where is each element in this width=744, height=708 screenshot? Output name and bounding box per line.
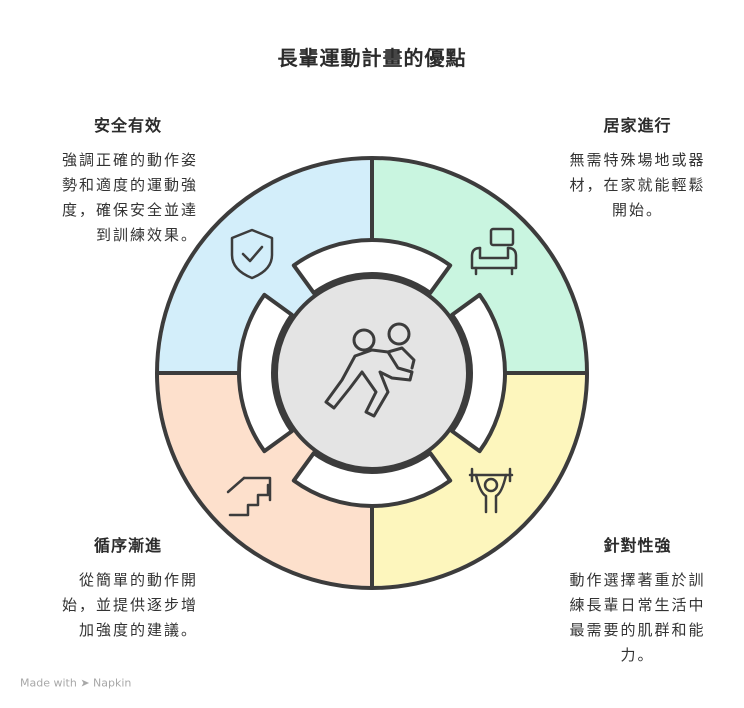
quadrant-label-targeted: 針對性強 動作選擇著重於訓 練長輩日常生活中 最需要的肌群和能 力。 bbox=[550, 532, 725, 668]
page-title: 長輩運動計畫的優點 bbox=[277, 46, 467, 70]
shield-check-icon bbox=[230, 228, 274, 280]
arc-segment-bottom bbox=[291, 451, 453, 508]
description-line: 動作選擇著重於訓 bbox=[569, 571, 706, 589]
description-line: 最需要的肌群和能 bbox=[569, 621, 706, 639]
description-line: 力。 bbox=[620, 646, 655, 664]
description-line: 始，並提供逐步增 bbox=[61, 596, 198, 614]
description-line: 到訓練效果。 bbox=[95, 226, 198, 244]
quadrant-label-safe-effective: 安全有效 強調正確的動作姿 勢和適度的運動強 度，確保安全並達 到訓練效果。 bbox=[28, 112, 198, 248]
quadrant-title: 居家進行 bbox=[603, 116, 672, 135]
description-line: 度，確保安全並達 bbox=[61, 201, 198, 219]
made-with-label: Made with bbox=[20, 676, 77, 690]
center-circle bbox=[274, 275, 470, 471]
description-line: 無需特殊場地或器 bbox=[569, 151, 706, 169]
description-line: 強調正確的動作姿 bbox=[61, 151, 198, 169]
quadrant-title: 針對性強 bbox=[603, 536, 672, 555]
arc-segment-right bbox=[450, 292, 507, 454]
weightlifter-icon bbox=[468, 467, 514, 514]
quadrant-title: 循序漸進 bbox=[93, 536, 162, 555]
description-line: 加強度的建議。 bbox=[78, 621, 198, 639]
napkin-brand: Napkin bbox=[93, 676, 132, 690]
napkin-logo-icon: ➤ bbox=[80, 676, 90, 690]
armchair-icon bbox=[470, 227, 518, 276]
quadrant-label-progressive: 循序漸進 從簡單的動作開 始，並提供逐步增 加強度的建議。 bbox=[28, 532, 198, 643]
napkin-watermark[interactable]: Made with ➤ Napkin bbox=[20, 676, 131, 690]
description-line: 材，在家就能輕鬆 bbox=[569, 176, 706, 194]
description-line: 從簡單的動作開 bbox=[78, 571, 198, 589]
description-line: 勢和適度的運動強 bbox=[61, 176, 198, 194]
quadrant-title: 安全有效 bbox=[93, 116, 162, 135]
quadrant-label-home-based: 居家進行 無需特殊場地或器 材，在家就能輕鬆 開始。 bbox=[550, 112, 725, 223]
stairs-icon bbox=[226, 476, 272, 517]
description-line: 開始。 bbox=[611, 201, 663, 219]
arc-segment-left bbox=[237, 292, 294, 454]
elderly-walking-icon bbox=[324, 322, 416, 418]
description-line: 練長輩日常生活中 bbox=[569, 596, 706, 614]
arc-segment-top bbox=[291, 238, 453, 295]
